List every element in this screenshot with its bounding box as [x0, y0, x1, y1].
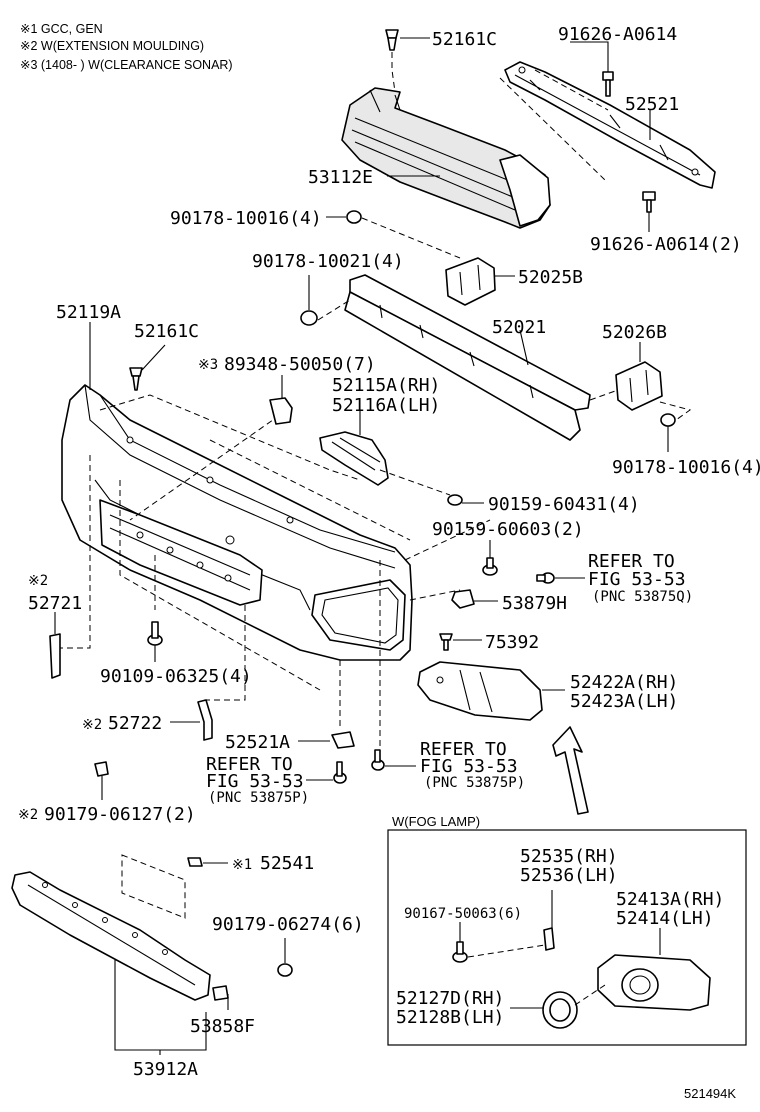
label-89348: 89348-50050(7) — [224, 354, 376, 375]
retainer-53879h — [451, 589, 475, 609]
label-52414: 52414(LH) — [616, 908, 714, 929]
label-52119a: 52119A — [56, 302, 121, 323]
grille-53112e — [341, 87, 551, 229]
label-refer3-b: FIG 53-53 — [420, 756, 518, 777]
label-90179-06127: 90179-06127(2) — [44, 804, 196, 825]
clip-52161c-top — [385, 29, 399, 51]
label-refer2-c: (PNC 53875P) — [208, 790, 309, 806]
note-1: ※1 GCC, GEN — [20, 22, 103, 36]
label-53112e: 53112E — [308, 167, 373, 188]
moulding-52721 — [49, 633, 61, 679]
label-91626-a0614-2: 91626-A0614(2) — [590, 234, 742, 255]
label-52521a: 52521A — [225, 732, 290, 753]
note-3: ※3 (1408- ) W(CLEARANCE SONAR) — [20, 58, 233, 72]
bracket-52115a-52116a — [319, 431, 389, 486]
label-52536: 52536(LH) — [520, 865, 618, 886]
label-52161c-top: 52161C — [432, 29, 497, 50]
label-52521: 52521 — [625, 94, 679, 115]
label-90159-60603: 90159-60603(2) — [432, 519, 584, 540]
note-2: ※2 W(EXTENSION MOULDING) — [20, 39, 204, 53]
label-90159-60431: 90159-60431(4) — [488, 494, 640, 515]
retainer-52521a — [331, 731, 355, 749]
label-52116a: 52116A(LH) — [332, 395, 440, 416]
bolt-refer-3 — [371, 749, 385, 771]
label-52722: 52722 — [108, 713, 162, 734]
bumper-cover-52119a — [61, 384, 413, 661]
screw-90159-60431 — [447, 494, 463, 506]
bolt-91626-a0614 — [602, 71, 614, 97]
label-52026b: 52026B — [602, 322, 667, 343]
label-90178-10016-right: 90178-10016(4) — [612, 457, 760, 478]
label-52127d: 52127D(RH) — [396, 988, 504, 1009]
bracket-52025b — [445, 257, 496, 306]
label-90179-06127-mark: ※2 — [18, 807, 38, 823]
reinforcement-52021 — [344, 274, 591, 441]
fog-lamp-box: W(FOG LAMP) 52535(RH) 52536(LH) 90167-50… — [387, 814, 747, 1046]
nut-90178-10016-right — [660, 413, 676, 427]
fog-lamp-title: W(FOG LAMP) — [392, 814, 480, 829]
label-refer2-b: FIG 53-53 — [206, 771, 304, 792]
label-refer1-b: FIG 53-53 — [588, 569, 686, 590]
moulding-53912a — [11, 871, 211, 1001]
label-52721: 52721 — [28, 593, 82, 614]
clip-90179-06274 — [277, 963, 293, 977]
label-refer1-a: REFER TO — [588, 551, 675, 572]
retainer-89348-50050 — [269, 397, 293, 425]
nut-90178-10016-top — [346, 210, 362, 224]
label-52541-mark: ※1 — [232, 857, 252, 873]
screw-90109-06325 — [147, 621, 163, 646]
label-53858f: 53858F — [190, 1016, 255, 1037]
pin-75392 — [439, 633, 453, 651]
label-90179-06274: 90179-06274(6) — [212, 914, 364, 935]
label-90178-10016-top: 90178-10016(4) — [170, 208, 322, 229]
label-53879h: 53879H — [502, 593, 567, 614]
label-52161c-mid: 52161C — [134, 321, 199, 342]
label-52541: 52541 — [260, 853, 314, 874]
label-52413a: 52413A(RH) — [616, 889, 724, 910]
moulding-52722 — [197, 699, 213, 741]
label-52535: 52535(RH) — [520, 846, 618, 867]
clip-52161c-mid — [129, 367, 143, 391]
label-75392: 75392 — [485, 632, 539, 653]
cover-52422a-52423a — [417, 661, 543, 721]
label-52025b: 52025B — [518, 267, 583, 288]
label-refer3-a: REFER TO — [420, 739, 507, 760]
label-91626-a0614: 91626-A0614 — [558, 24, 677, 45]
direction-arrow — [552, 726, 589, 815]
label-53912a: 53912A — [133, 1059, 198, 1080]
label-90178-10021: 90178-10021(4) — [252, 251, 404, 272]
clip-90179-06127 — [94, 761, 109, 777]
label-52021: 52021 — [492, 317, 546, 338]
label-52722-mark: ※2 — [82, 717, 102, 733]
label-52128b: 52128B(LH) — [396, 1007, 504, 1028]
label-52115a: 52115A(RH) — [332, 375, 440, 396]
bolt-refer-2 — [333, 761, 347, 784]
bracket-52521 — [504, 61, 716, 189]
bracket-52026b — [615, 361, 663, 411]
nut-90178-10021 — [300, 310, 318, 326]
label-52422a: 52422A(RH) — [570, 672, 678, 693]
plate-52541 — [121, 854, 203, 919]
retainer-53858f — [212, 985, 229, 1001]
label-52721-mark: ※2 — [28, 573, 48, 589]
figure-code: 521494K — [684, 1086, 736, 1101]
label-refer2-a: REFER TO — [206, 754, 293, 775]
notes: ※1 GCC, GEN ※2 W(EXTENSION MOULDING) ※3 … — [20, 22, 233, 72]
bolt-refer-1 — [536, 572, 555, 584]
label-89348-mark: ※3 — [198, 357, 218, 373]
label-90109-06325: 90109-06325(4) — [100, 666, 252, 687]
screw-90159-60603 — [482, 557, 498, 576]
label-refer3-c: (PNC 53875P) — [424, 775, 525, 791]
label-90167-50063: 90167-50063(6) — [404, 906, 522, 922]
label-refer1-c: (PNC 53875Q) — [592, 589, 693, 605]
bolt-91626-a0614-2 — [642, 191, 656, 213]
label-52423a: 52423A(LH) — [570, 691, 678, 712]
